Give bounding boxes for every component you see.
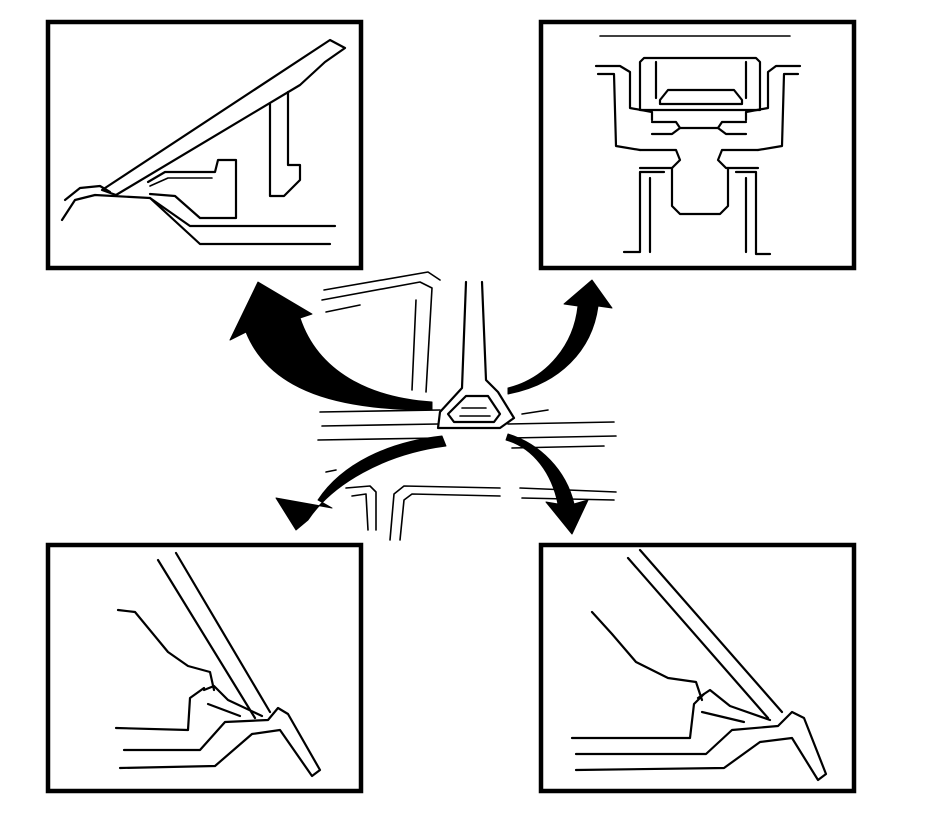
panel-top-right xyxy=(538,19,857,271)
panel-bottom-right xyxy=(538,542,857,794)
panel-top-right-frame xyxy=(538,19,857,271)
panel-bottom-right-frame xyxy=(538,542,857,794)
panel-bottom-left-section xyxy=(114,551,322,778)
panel-top-right-section xyxy=(594,35,802,256)
panel-bottom-right-section xyxy=(570,548,828,782)
panel-top-left xyxy=(45,19,364,271)
panel-bottom-left xyxy=(45,542,364,794)
panel-top-left-frame xyxy=(45,19,364,271)
arrow-to-bottom-right xyxy=(505,433,589,535)
arrow-to-top-left xyxy=(229,281,433,411)
panel-bottom-left-frame xyxy=(45,542,364,794)
arrow-to-bottom-left xyxy=(275,435,447,531)
callout-arrows xyxy=(229,279,613,535)
arrow-to-top-right xyxy=(507,279,613,395)
panel-top-left-section xyxy=(60,38,347,246)
